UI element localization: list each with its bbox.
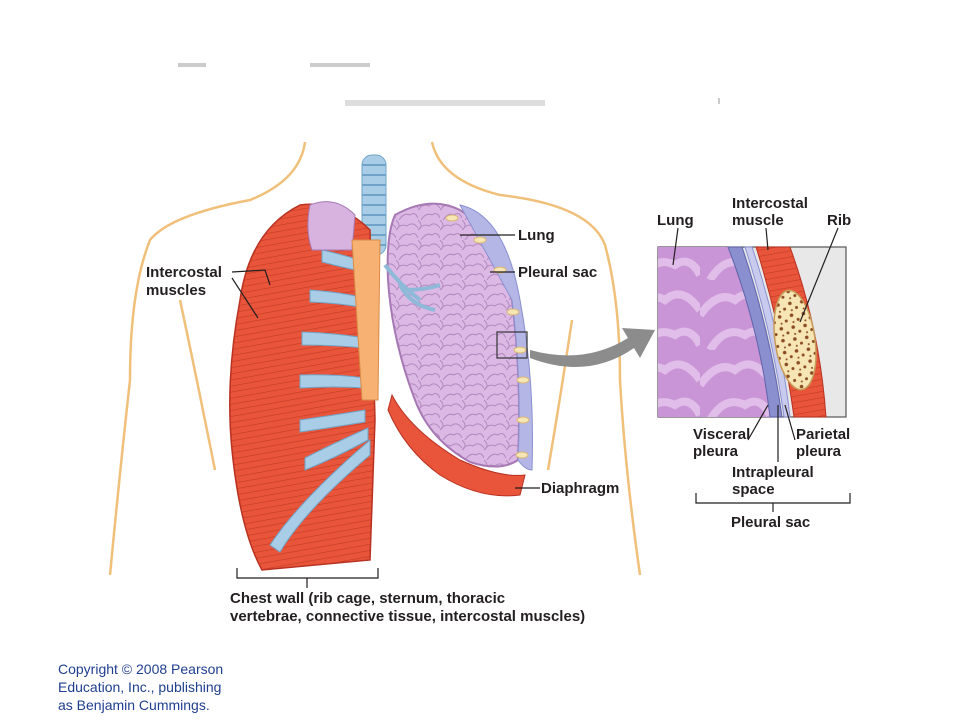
intercostal-muscles-label-line1: Intercostal — [146, 264, 222, 281]
copyright-line1: Copyright © 2008 Pearson — [58, 661, 224, 677]
left-chest-wall — [229, 201, 376, 571]
lung-label: Lung — [518, 227, 555, 244]
header-remnants — [178, 63, 720, 106]
parietal-pleura-label-line1: Parietal — [796, 426, 851, 443]
detail-intercostal-label-line1: Intercostal — [732, 195, 808, 212]
detail-intercostal-label-line2: muscle — [732, 212, 784, 229]
intrapleural-space-label-line1: Intrapleural — [732, 464, 814, 481]
parietal-pleura-label-line2: pleura — [796, 443, 842, 460]
right-lung — [383, 202, 533, 497]
pleural-sac-label: Pleural sac — [518, 264, 598, 281]
copyright-notice: Copyright © 2008 Pearson Education, Inc.… — [58, 660, 268, 714]
detail-rib-label: Rib — [827, 212, 852, 229]
magnify-arrow — [530, 328, 655, 367]
detail-lung-label: Lung — [657, 212, 694, 229]
intrapleural-space-label-line2: space — [732, 481, 775, 498]
pleura-detail-panel — [657, 246, 847, 418]
visceral-pleura-label-line1: Visceral — [693, 426, 751, 443]
body-outline — [108, 141, 642, 576]
magnified-region-marker — [496, 331, 528, 359]
copyright-line2: Education, Inc., publishing — [58, 679, 222, 695]
intercostal-muscles-label-line2: muscles — [146, 282, 207, 299]
sternum — [351, 239, 381, 401]
chest-wall-label-line1: Chest wall (rib cage, sternum, thoracic — [230, 590, 506, 607]
copyright-line3: as Benjamin Cummings. — [58, 697, 210, 713]
visceral-pleura-label-line2: pleura — [693, 443, 739, 460]
diaphragm-label: Diaphragm — [541, 480, 620, 497]
chest-wall-label-line2: vertebrae, connective tissue, intercosta… — [230, 608, 586, 625]
leader-lines — [231, 227, 851, 588]
detail-pleural-sac-label: Pleural sac — [731, 514, 811, 531]
